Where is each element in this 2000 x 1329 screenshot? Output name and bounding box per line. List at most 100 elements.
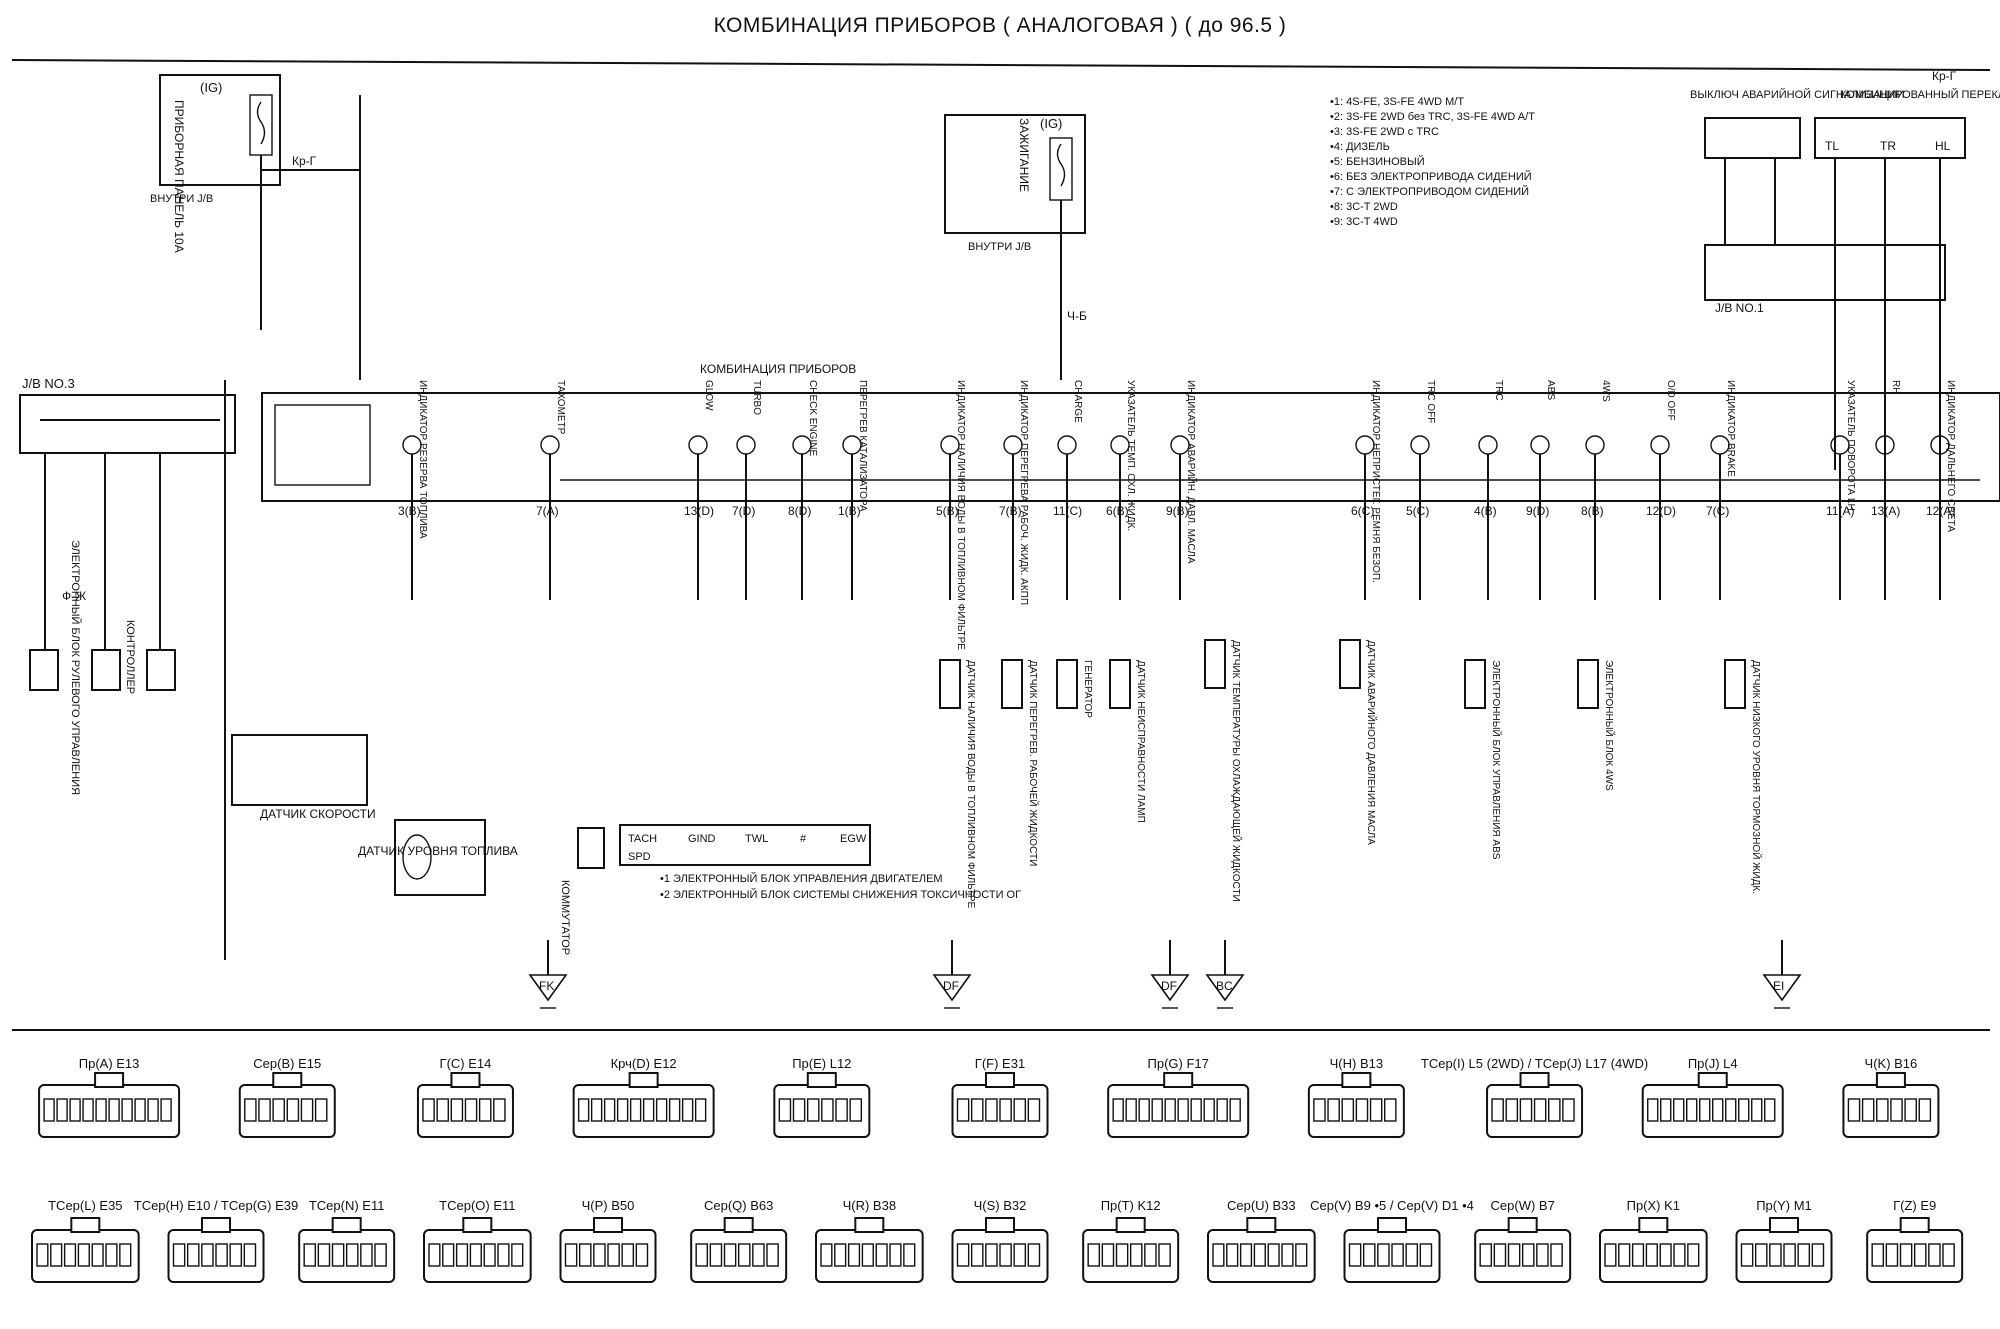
connector-bottom-pin bbox=[1348, 1243, 1362, 1267]
legend-line: •3: 3S-FE 2WD с TRC bbox=[1330, 126, 1439, 138]
connector-bottom-pin bbox=[564, 1243, 578, 1267]
indicator-pin: 5(B) bbox=[936, 504, 959, 518]
connector-bottom-latch bbox=[201, 1217, 231, 1233]
connector-bottom-pin bbox=[752, 1243, 765, 1267]
connector-bottom-pin bbox=[985, 1243, 998, 1267]
fuse-panel-name: ПРИБОРНАЯ ПАНЕЛЬ 10A bbox=[172, 100, 186, 253]
connector-bottom-label: TСер(L) E35 bbox=[48, 1198, 122, 1213]
connector-bottom-pin bbox=[497, 1243, 510, 1267]
connector-bottom-pin bbox=[1212, 1243, 1225, 1267]
connector-bottom-label: Ч(S) B32 bbox=[974, 1198, 1027, 1213]
connector-top-pin bbox=[999, 1098, 1012, 1122]
connector-bottom-label: Пр(T) K12 bbox=[1101, 1198, 1161, 1213]
sensor-symbol bbox=[1464, 659, 1486, 709]
connector-top-pin bbox=[1327, 1098, 1340, 1122]
connector-top-pin bbox=[1847, 1098, 1861, 1122]
connector-bottom-pin bbox=[1521, 1243, 1535, 1267]
connector-bottom-label: Ч(R) B38 bbox=[843, 1198, 896, 1213]
connector-bottom-label: Г(Z) E9 bbox=[1893, 1198, 1936, 1213]
connector-bottom-latch bbox=[331, 1217, 362, 1233]
connector-top-pin bbox=[1313, 1098, 1326, 1122]
connector-bottom-pin bbox=[1550, 1243, 1563, 1267]
connector-top-label: Сер(B) E15 bbox=[253, 1056, 321, 1071]
sensor-symbol bbox=[1056, 659, 1078, 709]
connector-bottom-pin bbox=[172, 1243, 186, 1267]
ground-label: BC bbox=[1216, 979, 1233, 993]
connector-bottom-pin bbox=[578, 1243, 592, 1267]
svg-text:TACH: TACH bbox=[628, 833, 657, 845]
svg-text:Ч-Б: Ч-Б bbox=[1067, 309, 1087, 323]
connector-bottom-pin bbox=[1267, 1243, 1280, 1267]
speed-sensor-label: ДАТЧИК СКОРОСТИ bbox=[260, 807, 376, 821]
connector-bottom-latch bbox=[1899, 1217, 1930, 1233]
connector-bottom-pin bbox=[243, 1243, 257, 1267]
connector-bottom-pin bbox=[1129, 1243, 1143, 1267]
connector-top-pin bbox=[1751, 1098, 1763, 1122]
connector-top-pin bbox=[1505, 1098, 1519, 1122]
svg-text:GIND: GIND bbox=[688, 833, 716, 845]
connector-top-pin bbox=[1112, 1098, 1124, 1122]
ecu-note-1: •1 ЭЛЕКТРОННЫЙ БЛОК УПРАВЛЕНИЯ ДВИГАТЕЛЕ… bbox=[660, 872, 943, 885]
connector-bottom-pin bbox=[737, 1243, 751, 1267]
connector-bottom-pin bbox=[1493, 1243, 1507, 1267]
igniter: КОММУТАТОР bbox=[559, 827, 605, 955]
connector-bottom-label: TСер(H) E10 / TСер(G) E39 bbox=[134, 1198, 298, 1213]
connector-bottom-pin bbox=[63, 1243, 77, 1267]
connector-bottom-pin bbox=[999, 1243, 1012, 1267]
controller-label: КОНТРОЛЛЕР bbox=[124, 620, 136, 694]
connector-bottom-pin bbox=[428, 1243, 441, 1267]
connector-bottom-pin bbox=[709, 1243, 723, 1267]
legend-line: •8: 3C-T 2WD bbox=[1330, 201, 1398, 213]
connector-top-pin bbox=[450, 1098, 464, 1122]
connector-bottom-pin bbox=[861, 1243, 874, 1267]
connector-top-pin bbox=[147, 1098, 159, 1122]
sensor-label: ДАТЧИК ПЕРЕГРЕВ. РАБОЧЕЙ ЖИДКОСТИ bbox=[1027, 660, 1040, 866]
connector-bottom-pin bbox=[766, 1243, 779, 1267]
connector-bottom-pin bbox=[1811, 1243, 1825, 1267]
svg-text:EGW: EGW bbox=[840, 833, 867, 845]
legend-line: •1: 4S-FE, 3S-FE 4WD M/T bbox=[1330, 96, 1464, 108]
indicator-label: GLOW bbox=[703, 380, 714, 411]
connector-top-latch bbox=[1875, 1072, 1906, 1088]
variant-legend: •1: 4S-FE, 3S-FE 4WD M/T•2: 3S-FE 2WD бе… bbox=[1330, 96, 1535, 228]
connector-bottom-pin bbox=[1673, 1243, 1686, 1267]
connector-top-pin bbox=[1355, 1098, 1369, 1122]
connector-top-pin bbox=[1013, 1098, 1027, 1122]
connector-bottom-pin bbox=[1899, 1243, 1913, 1267]
connector-top-pin bbox=[985, 1098, 998, 1122]
steering-ecu-label: ЭЛЕКТРОННЫЙ БЛОК РУЛЕВОГО УПРАВЛЕНИЯ bbox=[69, 540, 82, 795]
connector-bottom-pin bbox=[1928, 1243, 1941, 1267]
connector-top-pin bbox=[464, 1098, 478, 1122]
connector-bottom-pin bbox=[970, 1243, 984, 1267]
connector-bottom-pin bbox=[1885, 1243, 1899, 1267]
svg-text:TL: TL bbox=[1825, 139, 1839, 153]
indicator-label: RH bbox=[1890, 380, 1901, 394]
connector-bottom-pin bbox=[1913, 1243, 1927, 1267]
ground-icon bbox=[932, 974, 972, 1002]
connector-top-pin bbox=[1341, 1098, 1355, 1122]
connector-top-pin bbox=[1876, 1098, 1889, 1122]
connector-bottom-pin bbox=[1631, 1243, 1645, 1267]
sensor-symbol bbox=[1109, 659, 1131, 709]
ground-icon bbox=[1150, 974, 1190, 1002]
connector-bottom-latch bbox=[1377, 1217, 1407, 1233]
indicator-pin: 6(B) bbox=[1106, 504, 1129, 518]
connector-bottom-pin bbox=[201, 1243, 214, 1267]
ground-label: EI bbox=[1773, 979, 1784, 993]
connector-bottom-latch bbox=[1638, 1217, 1669, 1233]
connector-bottom-pin bbox=[1281, 1243, 1294, 1267]
connector-top-label: Пр(E) L12 bbox=[792, 1056, 851, 1071]
connector-bottom-pin bbox=[1797, 1243, 1811, 1267]
svg-text:TR: TR bbox=[1880, 139, 1896, 153]
connector-bottom-pin bbox=[621, 1243, 635, 1267]
legend-line: •7: С ЭЛЕКТРОПРИВОДОМ СИДЕНИЙ bbox=[1330, 185, 1529, 198]
fuse-panel: (IG) ПРИБОРНАЯ ПАНЕЛЬ 10A ВНУТРИ J/B Кр-… bbox=[150, 74, 361, 380]
connector-bottom-pin bbox=[511, 1243, 524, 1267]
connector-bottom-pin bbox=[345, 1243, 359, 1267]
connector-top-label: Ч(H) B13 bbox=[1330, 1056, 1383, 1071]
speed-sensor: ДАТЧИК СКОРОСТИ bbox=[231, 734, 376, 821]
connector-top-pin bbox=[1660, 1098, 1672, 1122]
connector-bottom-pin bbox=[1115, 1243, 1129, 1267]
